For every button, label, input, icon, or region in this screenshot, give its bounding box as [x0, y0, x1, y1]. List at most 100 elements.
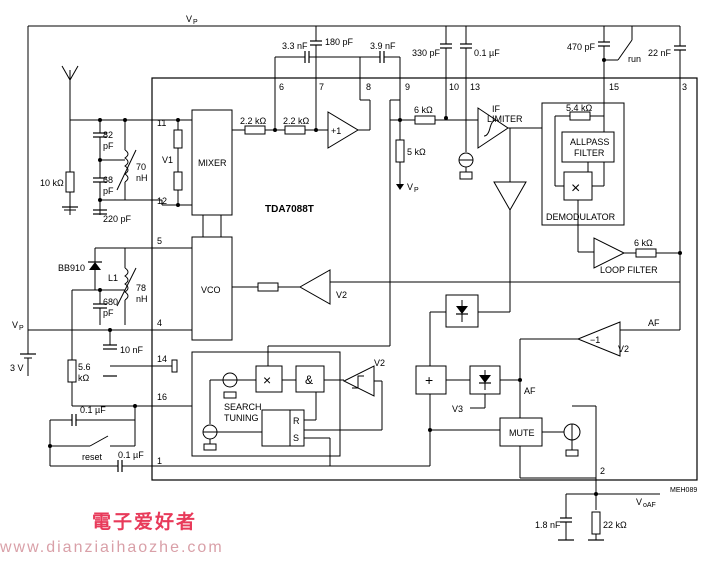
- resistor-2k2b: [284, 125, 306, 135]
- svg-text:5.6: 5.6: [78, 362, 91, 372]
- ic-title: TDA7088T: [265, 204, 314, 215]
- svg-text:V2: V2: [336, 290, 347, 300]
- svg-text:3.3 nF: 3.3 nF: [282, 41, 308, 51]
- svg-text:V3: V3: [452, 404, 463, 414]
- rs-flipflop: [261, 409, 305, 447]
- svg-text:330 pF: 330 pF: [412, 48, 441, 58]
- svg-text:15: 15: [609, 82, 619, 92]
- varicap-bb910: [88, 248, 102, 290]
- svg-text:V: V: [636, 497, 642, 507]
- svg-text:3 V: 3 V: [10, 363, 24, 373]
- svg-text:V2: V2: [374, 358, 385, 368]
- svg-text:+: +: [425, 372, 433, 388]
- search-multiplier: [255, 365, 283, 393]
- svg-text:78: 78: [136, 283, 146, 293]
- inductor-l1-78nh: [116, 248, 137, 325]
- svg-text:5 kΩ: 5 kΩ: [407, 147, 426, 157]
- svg-text:220 pF: 220 pF: [103, 214, 132, 224]
- svg-text:V: V: [407, 182, 413, 192]
- svg-text:LOOP FILTER: LOOP FILTER: [600, 265, 658, 275]
- svg-text:22 nF: 22 nF: [648, 48, 672, 58]
- run-switch[interactable]: [617, 39, 633, 61]
- svg-text:P: P: [19, 325, 24, 332]
- svg-text:+1: +1: [331, 126, 341, 136]
- svg-text:P: P: [414, 187, 419, 194]
- svg-text:AF: AF: [648, 318, 660, 328]
- svg-text:1.8 nF: 1.8 nF: [535, 520, 561, 530]
- svg-text:2.2 kΩ: 2.2 kΩ: [240, 116, 267, 126]
- svg-text:MUTE: MUTE: [509, 428, 535, 438]
- svg-text:2.2 kΩ: 2.2 kΩ: [283, 116, 310, 126]
- if-amp: [493, 181, 527, 212]
- reset-switch[interactable]: [89, 435, 109, 447]
- and-gate: [295, 365, 325, 393]
- svg-text:IF: IF: [492, 104, 501, 114]
- svg-text:10: 10: [449, 82, 459, 92]
- svg-text:7: 7: [319, 82, 324, 92]
- svg-text:82: 82: [103, 130, 113, 140]
- svg-text:pF: pF: [103, 308, 114, 318]
- svg-text:180 pF: 180 pF: [325, 37, 354, 47]
- inductor-70nh: [116, 120, 137, 200]
- svg-text:70: 70: [136, 162, 146, 172]
- svg-text:MIXER: MIXER: [198, 158, 227, 168]
- svg-text:nH: nH: [136, 294, 148, 304]
- svg-text:×: ×: [571, 180, 580, 197]
- capacitor-82pf: [93, 120, 107, 160]
- svg-text:V: V: [12, 320, 18, 330]
- svg-text:SEARCH: SEARCH: [224, 402, 262, 412]
- svg-text:AF: AF: [524, 386, 536, 396]
- demodulator-block: [541, 102, 625, 226]
- mixer-block: [191, 109, 233, 216]
- svg-text:10 kΩ: 10 kΩ: [40, 178, 64, 188]
- svg-text:pF: pF: [103, 186, 114, 196]
- svg-text:reset: reset: [82, 452, 103, 462]
- inverter: [576, 321, 621, 357]
- svg-text:11: 11: [157, 118, 166, 128]
- resistor-10k: [65, 171, 75, 193]
- svg-text:10 nF: 10 nF: [120, 345, 144, 355]
- resistor-2k2a: [244, 125, 266, 135]
- svg-text:FILTER: FILTER: [574, 148, 605, 158]
- svg-text:8: 8: [366, 82, 371, 92]
- capacitor-680pf: [93, 290, 107, 325]
- svg-text:680: 680: [103, 297, 118, 307]
- svg-text:&: &: [305, 373, 313, 387]
- svg-text:pF: pF: [103, 141, 114, 151]
- svg-text:L1: L1: [108, 273, 118, 283]
- loop-filter-amp: [593, 237, 626, 269]
- buffer-plus1: [327, 111, 359, 149]
- vco-block: [191, 236, 233, 341]
- svg-text:MEH089: MEH089: [670, 487, 697, 494]
- svg-text:BB910: BB910: [58, 263, 85, 273]
- svg-text:6: 6: [279, 82, 284, 92]
- svg-text:4: 4: [157, 318, 162, 328]
- svg-text:V2: V2: [618, 344, 629, 354]
- svg-text:R: R: [293, 416, 300, 426]
- svg-text:6 kΩ: 6 kΩ: [414, 105, 433, 115]
- if-limiter: [477, 107, 509, 149]
- ground-icon: [62, 206, 78, 211]
- svg-text:13: 13: [470, 82, 480, 92]
- svg-text:nH: nH: [136, 173, 148, 183]
- svg-text:0.1 µF: 0.1 µF: [118, 450, 144, 460]
- svg-text:6 kΩ: 6 kΩ: [634, 238, 653, 248]
- summer-block: [415, 365, 447, 395]
- svg-text:68: 68: [103, 175, 113, 185]
- battery-icon: [20, 330, 36, 376]
- resistor-5k: [395, 139, 405, 163]
- svg-text:9: 9: [405, 82, 410, 92]
- svg-text:5.4 kΩ: 5.4 kΩ: [566, 103, 593, 113]
- resistor-22k: [591, 511, 601, 535]
- vco-control-amp: [298, 269, 331, 305]
- svg-text:5: 5: [157, 236, 162, 246]
- resistor-6kb: [635, 248, 657, 258]
- svg-text:1: 1: [157, 456, 162, 466]
- svg-text:3: 3: [682, 82, 687, 92]
- resistor-5k6: [67, 359, 77, 383]
- svg-text:P: P: [193, 19, 198, 26]
- svg-text:S: S: [293, 433, 299, 443]
- svg-text:16: 16: [157, 392, 167, 402]
